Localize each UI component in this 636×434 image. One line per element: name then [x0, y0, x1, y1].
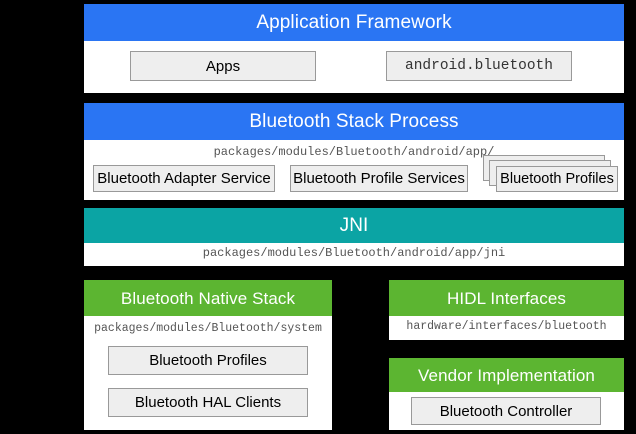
bluetooth-adapter-service-box[interactable]: Bluetooth Adapter Service [93, 165, 275, 192]
layer-bluetooth-stack-process: Bluetooth Stack Process packages/modules… [84, 103, 624, 200]
jni-body: packages/modules/Bluetooth/android/app/j… [84, 243, 624, 266]
bluetooth-stack-process-header: Bluetooth Stack Process [84, 103, 624, 140]
layer-application-framework: Application Framework Apps android.bluet… [84, 4, 624, 93]
bluetooth-stack-process-body: packages/modules/Bluetooth/android/app/ … [84, 140, 624, 200]
application-framework-header: Application Framework [84, 4, 624, 41]
hidl-interfaces-header: HIDL Interfaces [389, 280, 624, 316]
bluetooth-stack-process-path: packages/modules/Bluetooth/android/app/ [213, 145, 495, 159]
bluetooth-controller-box[interactable]: Bluetooth Controller [411, 397, 601, 425]
connector-arrow-right [384, 296, 390, 304]
bluetooth-profile-services-box[interactable]: Bluetooth Profile Services [290, 165, 468, 192]
vendor-implementation-body: Bluetooth Controller [389, 392, 624, 430]
connector-line [337, 299, 385, 301]
layer-bluetooth-native-stack: Bluetooth Native Stack packages/modules/… [84, 280, 332, 430]
apps-box[interactable]: Apps [130, 51, 316, 81]
android-bluetooth-api-box[interactable]: android.bluetooth [386, 51, 572, 81]
jni-header: JNI [84, 208, 624, 243]
native-bluetooth-profiles-box[interactable]: Bluetooth Profiles [108, 346, 308, 375]
native-stack-to-hidl-connector [332, 296, 390, 305]
bluetooth-hal-clients-box[interactable]: Bluetooth HAL Clients [108, 388, 308, 417]
layer-hidl-interfaces: HIDL Interfaces hardware/interfaces/blue… [389, 280, 624, 340]
layer-jni: JNI packages/modules/Bluetooth/android/a… [84, 208, 624, 266]
connector-arrow-left [332, 296, 338, 304]
bluetooth-native-stack-body: packages/modules/Bluetooth/system Blueto… [84, 316, 332, 430]
jni-path: packages/modules/Bluetooth/android/app/j… [202, 246, 506, 260]
layer-vendor-implementation: Vendor Implementation Bluetooth Controll… [389, 358, 624, 430]
hidl-interfaces-body: hardware/interfaces/bluetooth [389, 316, 624, 340]
bluetooth-native-stack-path: packages/modules/Bluetooth/system [94, 322, 322, 335]
vendor-implementation-header: Vendor Implementation [389, 358, 624, 392]
application-framework-body: Apps android.bluetooth [84, 41, 624, 93]
bluetooth-native-stack-header: Bluetooth Native Stack [84, 280, 332, 316]
bluetooth-profiles-stack[interactable]: Bluetooth Profiles [483, 155, 619, 197]
bluetooth-profiles-stack-front[interactable]: Bluetooth Profiles [496, 166, 618, 192]
hidl-interfaces-path: hardware/interfaces/bluetooth [406, 320, 607, 333]
